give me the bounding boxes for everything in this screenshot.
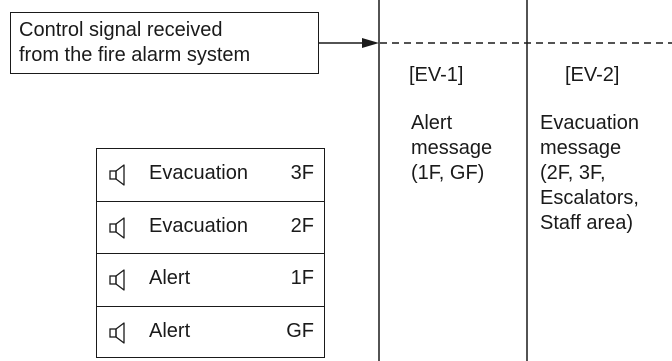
speaker-row-floor: 1F: [290, 267, 314, 289]
signal-box-line2: from the fire alarm system: [19, 44, 251, 66]
ev2-header: [EV-2]: [565, 64, 620, 86]
control-signal-box: Control signal received from the fire al…: [10, 12, 319, 74]
speaker-row-gf: Alert GF: [97, 307, 324, 360]
ev1-line: Alert: [411, 112, 453, 134]
speaker-row-2f: Evacuation 2F: [97, 202, 324, 254]
speaker-row-floor: 3F: [290, 162, 314, 184]
ev2-line: (2F, 3F,: [540, 162, 606, 184]
speaker-icon: [109, 164, 125, 186]
speaker-row-floor: GF: [286, 319, 314, 342]
signal-arrowhead: [362, 38, 379, 48]
ev2-line: message: [540, 137, 622, 159]
speaker-row-1f: Alert 1F: [97, 254, 324, 307]
speaker-icon: [109, 321, 125, 344]
ev2-line: Evacuation: [540, 112, 639, 134]
ev1-header: [EV-1]: [409, 64, 464, 86]
ev1-line: message: [411, 137, 493, 159]
speaker-panel: Evacuation 3F Evacuation 2F Alert 1F Ale…: [96, 148, 325, 358]
speaker-row-label: Evacuation: [149, 214, 248, 237]
speaker-row-label: Alert: [149, 267, 191, 289]
speaker-icon: [109, 216, 125, 239]
ev2-line: Staff area): [540, 212, 634, 234]
ev1-message: Alert message (1F, GF): [411, 111, 492, 186]
ev2-message: Evacuation message (2F, 3F, Escalators, …: [540, 111, 639, 236]
speaker-row-label: Alert: [149, 319, 191, 342]
speaker-icon: [109, 269, 125, 291]
ev2-line: Escalators,: [540, 187, 639, 209]
ev1-line: (1F, GF): [411, 162, 485, 184]
speaker-row-3f: Evacuation 3F: [97, 149, 324, 202]
signal-box-line1: Control signal received: [19, 19, 223, 41]
speaker-row-floor: 2F: [290, 214, 314, 237]
speaker-row-label: Evacuation: [149, 162, 248, 184]
